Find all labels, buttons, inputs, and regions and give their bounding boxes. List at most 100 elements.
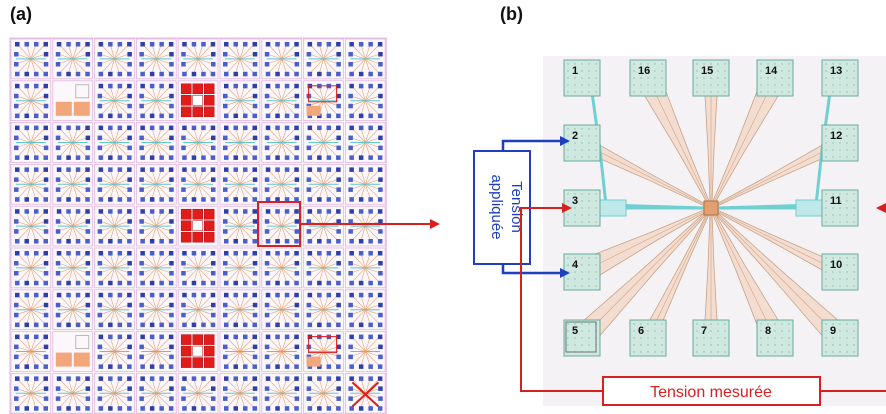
- mini-pad: [117, 125, 123, 131]
- mini-pad: [294, 271, 300, 276]
- mini-pad: [210, 197, 216, 202]
- lead-line: [239, 225, 255, 232]
- pad-dot: [595, 149, 597, 151]
- lead-line: [30, 95, 46, 101]
- mini-pad: [264, 219, 270, 224]
- pad-dot: [781, 344, 783, 346]
- mini-pad: [24, 251, 29, 256]
- red-structure: [308, 336, 338, 354]
- mini-pad: [252, 376, 257, 381]
- mini-pad: [307, 167, 313, 172]
- mini-pad: [97, 302, 103, 308]
- pad-dot: [661, 91, 663, 93]
- lead-line: [156, 267, 172, 284]
- mini-pad: [306, 62, 312, 67]
- mini-pad: [169, 145, 174, 151]
- mini-pad: [140, 239, 145, 244]
- mini-pad: [252, 229, 258, 234]
- pad-dot: [647, 70, 649, 72]
- mini-pad: [348, 103, 353, 109]
- mini-pad: [336, 135, 341, 141]
- mini-pad: [139, 145, 144, 151]
- mini-pad: [85, 42, 90, 47]
- lead-line: [323, 225, 339, 232]
- mini-pad: [306, 135, 312, 141]
- lead-line: [323, 85, 339, 101]
- pad-dot: [724, 84, 726, 86]
- mini-pad: [24, 239, 29, 244]
- mini-pad: [98, 197, 104, 202]
- mini-pad: [378, 187, 383, 192]
- lead-line: [114, 184, 130, 200]
- mini-pad: [14, 261, 19, 266]
- pad-dot: [832, 135, 834, 137]
- mini-pad: [43, 364, 48, 369]
- lead-line: [365, 309, 371, 325]
- red-pad: [192, 334, 203, 345]
- lead-line: [193, 393, 199, 409]
- mini-pad: [243, 83, 248, 89]
- lead-line: [235, 226, 241, 242]
- lead-line: [281, 267, 297, 284]
- lead-line: [114, 309, 130, 325]
- lead-line: [114, 127, 130, 143]
- pad-dot: [832, 323, 834, 325]
- mini-pad: [56, 209, 62, 214]
- lead-line: [360, 226, 366, 242]
- mini-pad: [149, 42, 155, 47]
- mini-pad: [317, 406, 322, 411]
- mini-pad: [243, 251, 248, 256]
- mini-pad: [14, 344, 19, 350]
- mini-pad: [43, 71, 48, 77]
- lead-line: [365, 58, 381, 75]
- pad-dot: [846, 257, 848, 259]
- lead-line: [365, 137, 381, 143]
- pad-dot: [574, 77, 576, 79]
- lead-line: [114, 346, 130, 352]
- mini-pad: [159, 251, 164, 256]
- mini-pad: [336, 197, 341, 202]
- mini-pad: [265, 71, 271, 77]
- pad-number-16: 16: [638, 65, 650, 77]
- lead-line: [58, 267, 73, 284]
- mini-pad: [149, 322, 155, 328]
- mini-pad: [14, 271, 19, 276]
- lead-line: [281, 309, 297, 325]
- mini-pad: [307, 125, 313, 131]
- mini-pad: [284, 83, 290, 89]
- mini-pad: [243, 42, 248, 47]
- pad-dot: [839, 70, 841, 72]
- lead-line: [277, 226, 282, 242]
- lead-line: [58, 393, 73, 409]
- lead-line: [351, 100, 366, 116]
- lead-line: [114, 142, 130, 148]
- mini-pad: [43, 386, 49, 391]
- mini-pad: [85, 187, 91, 192]
- lead-line: [239, 388, 255, 394]
- mini-pad: [358, 83, 364, 89]
- lead-line: [277, 351, 282, 367]
- mini-pad: [85, 219, 91, 224]
- lead-line: [323, 169, 339, 185]
- grid-cell: [177, 331, 219, 372]
- lead-line: [197, 378, 213, 394]
- mini-pad: [307, 364, 313, 369]
- mini-pad: [306, 312, 312, 318]
- mini-pad: [307, 239, 313, 244]
- grid-cell: [177, 205, 219, 247]
- pad-number-5: 5: [572, 325, 578, 337]
- mini-pad: [139, 261, 144, 266]
- mini-pad: [326, 406, 332, 411]
- pad-dot: [574, 200, 576, 202]
- pad-dot: [588, 63, 590, 65]
- pad-dot: [788, 77, 790, 79]
- pad-dot: [774, 351, 776, 353]
- mini-pad: [97, 312, 103, 318]
- mini-pad: [55, 62, 61, 67]
- pad-dot: [853, 193, 855, 195]
- lead-line: [151, 309, 157, 325]
- mini-pad: [224, 209, 229, 214]
- lead-line: [30, 252, 46, 269]
- grid-cell: [10, 122, 52, 163]
- mini-pad: [75, 209, 81, 214]
